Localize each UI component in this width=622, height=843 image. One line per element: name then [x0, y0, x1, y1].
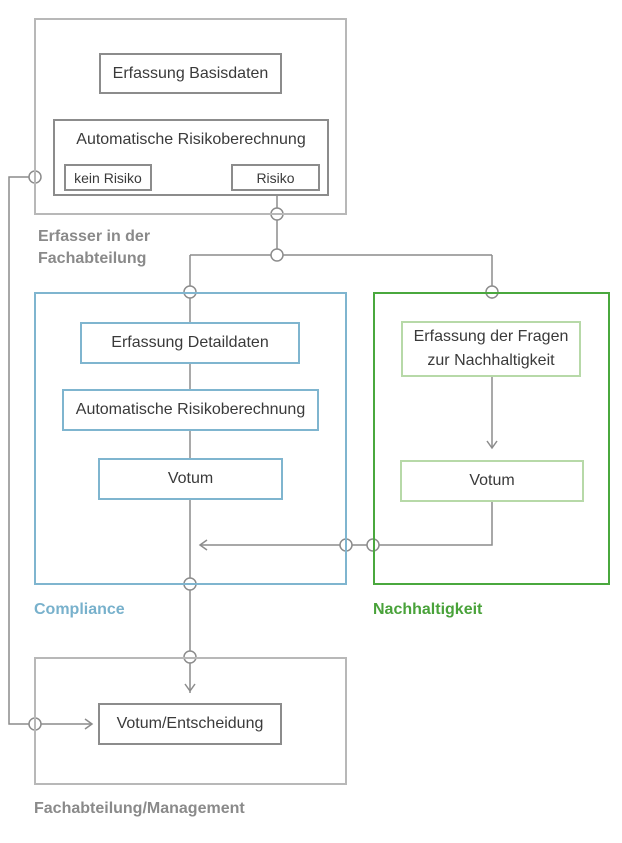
lane-label-erfasser: Erfasser in der Fachabteilung — [38, 228, 151, 267]
lane-label-nachhaltigkeit: Nachhaltigkeit — [373, 601, 483, 618]
lane-compliance — [34, 292, 347, 585]
lane-nachhaltigkeit — [373, 292, 610, 585]
arrow-head — [198, 539, 208, 551]
connector-sustainability-vote — [200, 502, 493, 546]
lane-label-compliance: Compliance — [34, 601, 125, 618]
box-votum-entscheidung: Votum/Entscheidung — [98, 703, 282, 745]
box-risiko: Risiko — [231, 164, 320, 191]
arrow-head — [184, 683, 196, 693]
lane-label-management: Fachabteilung/Management — [34, 800, 245, 817]
box-votum-nachhaltigkeit: Votum — [400, 460, 584, 502]
lane-management — [34, 657, 347, 785]
junction-circle — [270, 248, 284, 262]
box-erfassung-detaildaten: Erfassung Detaildaten — [80, 322, 300, 364]
box-automatische-risikoberechnung-2: Automatische Risikoberechnung — [62, 389, 319, 431]
connector-no-risk — [8, 176, 35, 725]
box-erfassung-fragen-nachhaltigkeit: Erfassung der Fragen zur Nachhaltigkeit — [401, 321, 581, 377]
lane-erfasser — [34, 18, 347, 215]
box-votum-compliance: Votum — [98, 458, 283, 500]
arrow-head — [84, 718, 94, 730]
box-automatische-risikoberechnung-1-label: Automatische Risikoberechnung — [76, 131, 306, 148]
box-kein-risiko: kein Risiko — [64, 164, 152, 191]
box-erfassung-basisdaten: Erfassung Basisdaten — [99, 53, 282, 94]
arrow-head — [486, 440, 498, 450]
